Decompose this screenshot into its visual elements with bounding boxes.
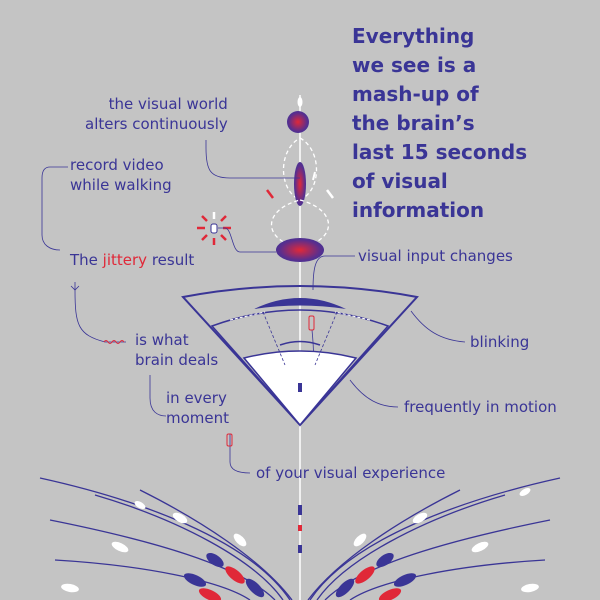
label-visual-world-line2: alters continuously: [85, 115, 228, 133]
label-visual-world: the visual world alters continuously: [85, 94, 228, 134]
label-every-moment-line1: in every: [166, 389, 227, 407]
label-input-changes: visual input changes: [358, 247, 513, 265]
label-brain-deals-line1: is what: [135, 331, 189, 349]
title-line-1: Everything: [352, 24, 475, 48]
title-line-3: mash-up of: [352, 82, 479, 106]
connector-lines: [41, 140, 466, 474]
title-line-5: last 15 seconds: [352, 140, 528, 164]
label-visual-world-line1: the visual world: [108, 95, 228, 113]
label-record-video-line2: while walking: [70, 176, 172, 194]
flare-marks-icon: [197, 212, 231, 245]
label-visual-experience: of your visual experience: [256, 464, 446, 482]
label-in-motion: frequently in motion: [404, 398, 557, 416]
squiggle-mark: [103, 340, 125, 344]
band-beads: [61, 488, 539, 600]
label-blinking: blinking: [470, 333, 530, 351]
label-jittery-pre: The: [70, 251, 103, 269]
label-jittery-word: jittery: [102, 251, 148, 269]
eye-cone-icon: [181, 285, 419, 427]
label-record-video: record video while walking: [70, 155, 172, 195]
title-line-6: of visual: [352, 169, 448, 193]
page-title: Everything we see is a mash-up of the br…: [352, 22, 527, 225]
label-every-moment-line2: moment: [166, 409, 230, 427]
small-marker-2: [308, 315, 315, 331]
label-brain-deals-line2: brain deals: [135, 351, 219, 369]
label-record-video-line1: record video: [70, 156, 164, 174]
title-line-2: we see is a: [352, 53, 477, 77]
label-jittery-post: result: [147, 251, 195, 269]
label-jittery-result: The jittery result: [70, 250, 194, 270]
small-marker: [226, 433, 233, 447]
title-line-7: information: [352, 198, 485, 222]
label-brain-deals: is what brain deals: [135, 330, 218, 370]
stack-of-ellipses-icon: [266, 97, 334, 262]
axis-marks: [298, 505, 302, 553]
title-line-4: the brain’s: [352, 111, 475, 135]
label-every-moment: in every moment: [166, 388, 229, 428]
